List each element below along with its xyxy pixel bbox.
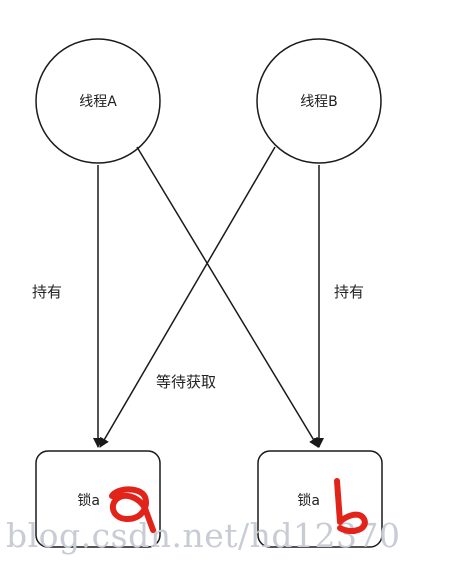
thread-b-label: 线程B [300, 94, 338, 110]
handwritten-b-mark [334, 478, 368, 534]
lock-a-box [35, 450, 161, 548]
lock-a-label: 锁a [77, 493, 100, 509]
handwritten-a-path [109, 486, 156, 533]
edge-thread-a-to-lock-b [136, 146, 319, 448]
handwritten-a-mark [109, 486, 156, 533]
edge-thread-b-to-lock-a [99, 146, 276, 448]
lock-b-label: 锁a [297, 493, 320, 509]
thread-a-node: 线程A [35, 38, 161, 164]
thread-b-circle [256, 38, 382, 164]
lock-a-node: 锁a [35, 450, 161, 548]
lock-b-box [257, 450, 383, 548]
thread-a-label: 线程A [79, 94, 117, 110]
lock-b-node: 锁a [257, 450, 383, 548]
edge-label-wait-acquire: 等待获取 [156, 373, 216, 391]
edge-label-hold-right: 持有 [334, 283, 364, 301]
thread-b-node: 线程B [256, 38, 382, 164]
handwritten-b-path [334, 478, 368, 534]
watermark-text: blog.csdn.net/hd12370 [6, 516, 400, 555]
thread-a-circle [35, 38, 161, 164]
edge-label-hold-left: 持有 [32, 283, 62, 301]
